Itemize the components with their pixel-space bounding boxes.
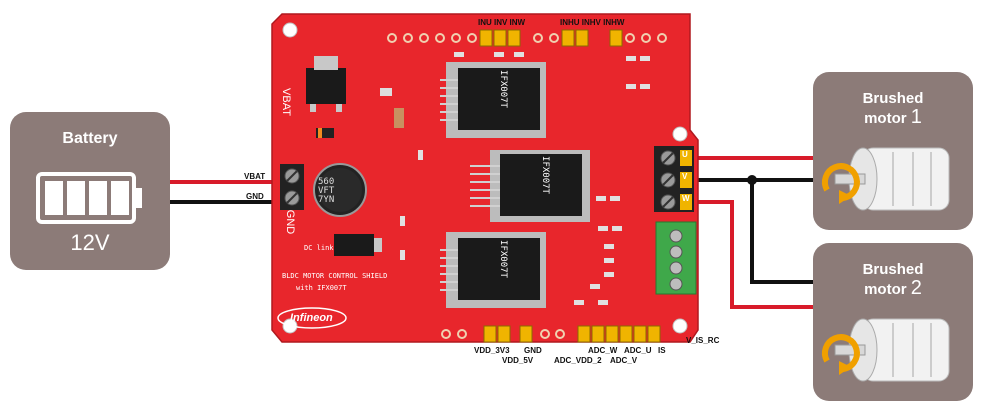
brushed-motor-icon (822, 147, 950, 211)
terminal-vbat-label: VBAT (244, 172, 266, 181)
motor-2-title-line2: motor (864, 281, 907, 298)
capacitor-marking: 560 VFT 7YN (318, 178, 334, 205)
wire-w (690, 200, 818, 309)
infineon-logo-ring (277, 307, 347, 329)
ic2-text: IFX007T (539, 156, 550, 194)
side-gnd-label: GND (284, 209, 297, 235)
mount-hole (282, 22, 298, 38)
pin-is: IS (658, 346, 666, 355)
motor-1-title: Brushed motor 1 (813, 90, 973, 128)
pin-gnd: GND (524, 346, 542, 355)
motor-1-number: 1 (910, 106, 922, 128)
pin-vdd-5v: VDD_5V (502, 356, 534, 365)
ic3-text: IFX007T (497, 240, 508, 278)
mount-hole (672, 126, 688, 142)
ic1 (440, 62, 546, 138)
diode-d1 (316, 128, 334, 138)
motor-2-panel: Brushed motor 2 (813, 243, 973, 401)
dc-link-label: DC link (304, 244, 334, 252)
pin-v-is-rc: V_IS_RC (686, 336, 720, 345)
wire-v-motor2 (750, 180, 818, 284)
ic3 (440, 232, 546, 308)
shield-board (271, 13, 699, 343)
cap-text-2: VFT (318, 186, 335, 196)
output-u-label: U (682, 150, 688, 159)
motor-2-title-line1: Brushed (862, 261, 924, 278)
brushed-motor-icon (822, 318, 950, 382)
output-v-label: V (682, 172, 688, 181)
top-header-label-1: INU INV INW (478, 18, 526, 27)
diode-d2 (334, 234, 374, 256)
cap-text-1: 560 (318, 177, 335, 187)
board-title: BLDC MOTOR CONTROL SHIELD (282, 272, 388, 280)
motor-2-number: 2 (910, 277, 922, 299)
wire-junction (747, 175, 757, 185)
ic1-text: IFX007T (497, 70, 508, 108)
pin-adc-u: ADC_U (624, 346, 652, 355)
motor-1-title-line1: Brushed (862, 90, 924, 107)
terminal-gnd-label: GND (246, 192, 264, 201)
pin-vdd-3v3: VDD_3V3 (474, 346, 510, 355)
motor-2-title: Brushed motor 2 (813, 261, 973, 299)
battery-icon (36, 172, 142, 224)
pin-adc-v: ADC_V (610, 356, 638, 365)
battery-title: Battery (62, 130, 118, 147)
side-vbat-label: VBAT (279, 88, 292, 116)
output-w-label: W (682, 194, 690, 203)
board-subtitle: with IFX007T (296, 284, 347, 292)
mosfet (306, 68, 346, 104)
motor-1-title-line2: motor (864, 110, 907, 127)
motor-1-panel: Brushed motor 1 (813, 72, 973, 230)
cap-text-3: 7YN (318, 195, 335, 205)
battery-voltage: 12V (70, 230, 110, 255)
battery-panel: Battery 12V (10, 112, 170, 270)
pin-adc-vdd-2: ADC_VDD_2 (554, 356, 602, 365)
top-header-label-2: INHU INHV INHW (560, 18, 625, 27)
pin-adc-w: ADC_W (588, 346, 618, 355)
ic2 (470, 150, 590, 222)
infineon-logo: Infineon (290, 312, 333, 324)
mount-hole (672, 318, 688, 334)
